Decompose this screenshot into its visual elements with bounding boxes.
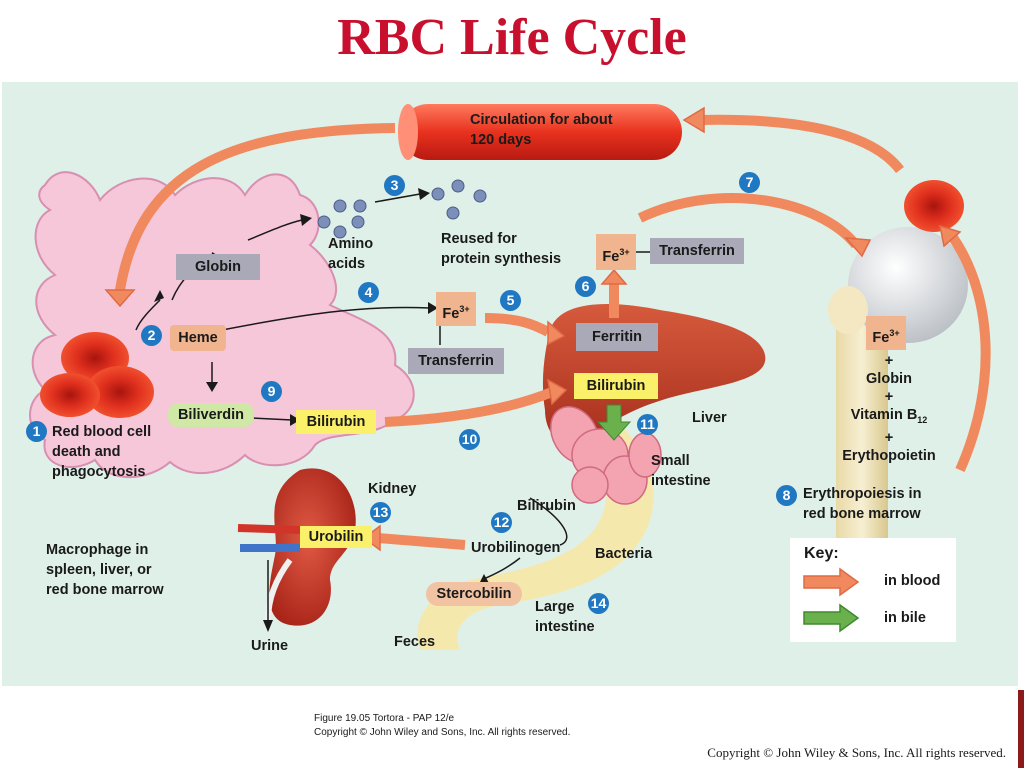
urobilin-box: Urobilin bbox=[300, 526, 372, 548]
heme-box: Heme bbox=[170, 325, 226, 351]
step-badge-14: 14 bbox=[588, 593, 609, 614]
slide-copyright: Copyright © John Wiley & Sons, Inc. All … bbox=[707, 745, 1006, 760]
fe-marrow-box: Fe3+ bbox=[866, 316, 906, 350]
bone-shaft bbox=[836, 285, 888, 615]
rbc-new bbox=[904, 180, 964, 232]
key-title: Key: bbox=[804, 545, 839, 562]
transferrin-middle-box: Transferrin bbox=[408, 348, 504, 374]
step-badge-8: 8 bbox=[776, 485, 797, 506]
stercobilin-box: Stercobilin bbox=[426, 582, 522, 606]
bacteria-label: Bacteria bbox=[595, 546, 653, 562]
rbc-cluster bbox=[40, 332, 154, 418]
amino-acid-spheres bbox=[317, 179, 487, 239]
decorative-bar bbox=[1018, 690, 1024, 768]
key-in-blood: in blood bbox=[884, 573, 941, 589]
liver-label: Liver bbox=[692, 410, 727, 426]
transferrin-top-box: Transferrin bbox=[650, 238, 744, 264]
ferritin-box: Ferritin bbox=[576, 323, 658, 351]
globin-box: Globin bbox=[176, 254, 260, 280]
step-badge-2: 2 bbox=[141, 325, 162, 346]
step-badge-11: 11 bbox=[637, 414, 658, 435]
fe-top-box: Fe3+ bbox=[596, 234, 636, 270]
step-badge-3: 3 bbox=[384, 175, 405, 196]
step-badge-12: 12 bbox=[491, 512, 512, 533]
step-badge-9: 9 bbox=[261, 381, 282, 402]
kidney-label: Kidney bbox=[368, 481, 417, 497]
bilirubin-macrophage-box: Bilirubin bbox=[296, 410, 376, 434]
fe-middle-box: Fe3+ bbox=[436, 292, 476, 326]
bilirubin-intestine-label: Bilirubin bbox=[517, 498, 576, 514]
small-intestine bbox=[550, 406, 662, 505]
step-badge-13: 13 bbox=[370, 502, 391, 523]
feces-label: Feces bbox=[394, 634, 436, 650]
step-badge-5: 5 bbox=[500, 290, 521, 311]
marrow-factors-label: + Globin + Vitamin B12 + Erythopoietin bbox=[842, 353, 936, 464]
step-badge-6: 6 bbox=[575, 276, 596, 297]
key-arrows bbox=[803, 567, 860, 633]
urobilinogen-label: Urobilinogen bbox=[471, 540, 561, 556]
legend-key: Key: in blood in bile bbox=[790, 538, 956, 642]
blood-vessel bbox=[400, 104, 682, 160]
step-badge-7: 7 bbox=[739, 172, 760, 193]
biliverdin-box: Biliverdin bbox=[168, 403, 254, 427]
bile-arrow bbox=[596, 404, 632, 441]
urine-label: Urine bbox=[251, 638, 289, 654]
bone-head bbox=[848, 227, 968, 343]
blood-arrowheads bbox=[104, 106, 962, 552]
blood-arrows bbox=[115, 114, 991, 550]
bilirubin-liver-box: Bilirubin bbox=[574, 373, 658, 399]
figure-caption: Figure 19.05 Tortora - PAP 12/e Copyrigh… bbox=[314, 713, 571, 738]
step-badge-10: 10 bbox=[459, 429, 480, 450]
key-in-bile: in bile bbox=[884, 610, 926, 626]
page-title: RBC Life Cycle bbox=[337, 9, 687, 66]
step-badge-1: 1 bbox=[26, 421, 47, 442]
step-badge-4: 4 bbox=[358, 282, 379, 303]
